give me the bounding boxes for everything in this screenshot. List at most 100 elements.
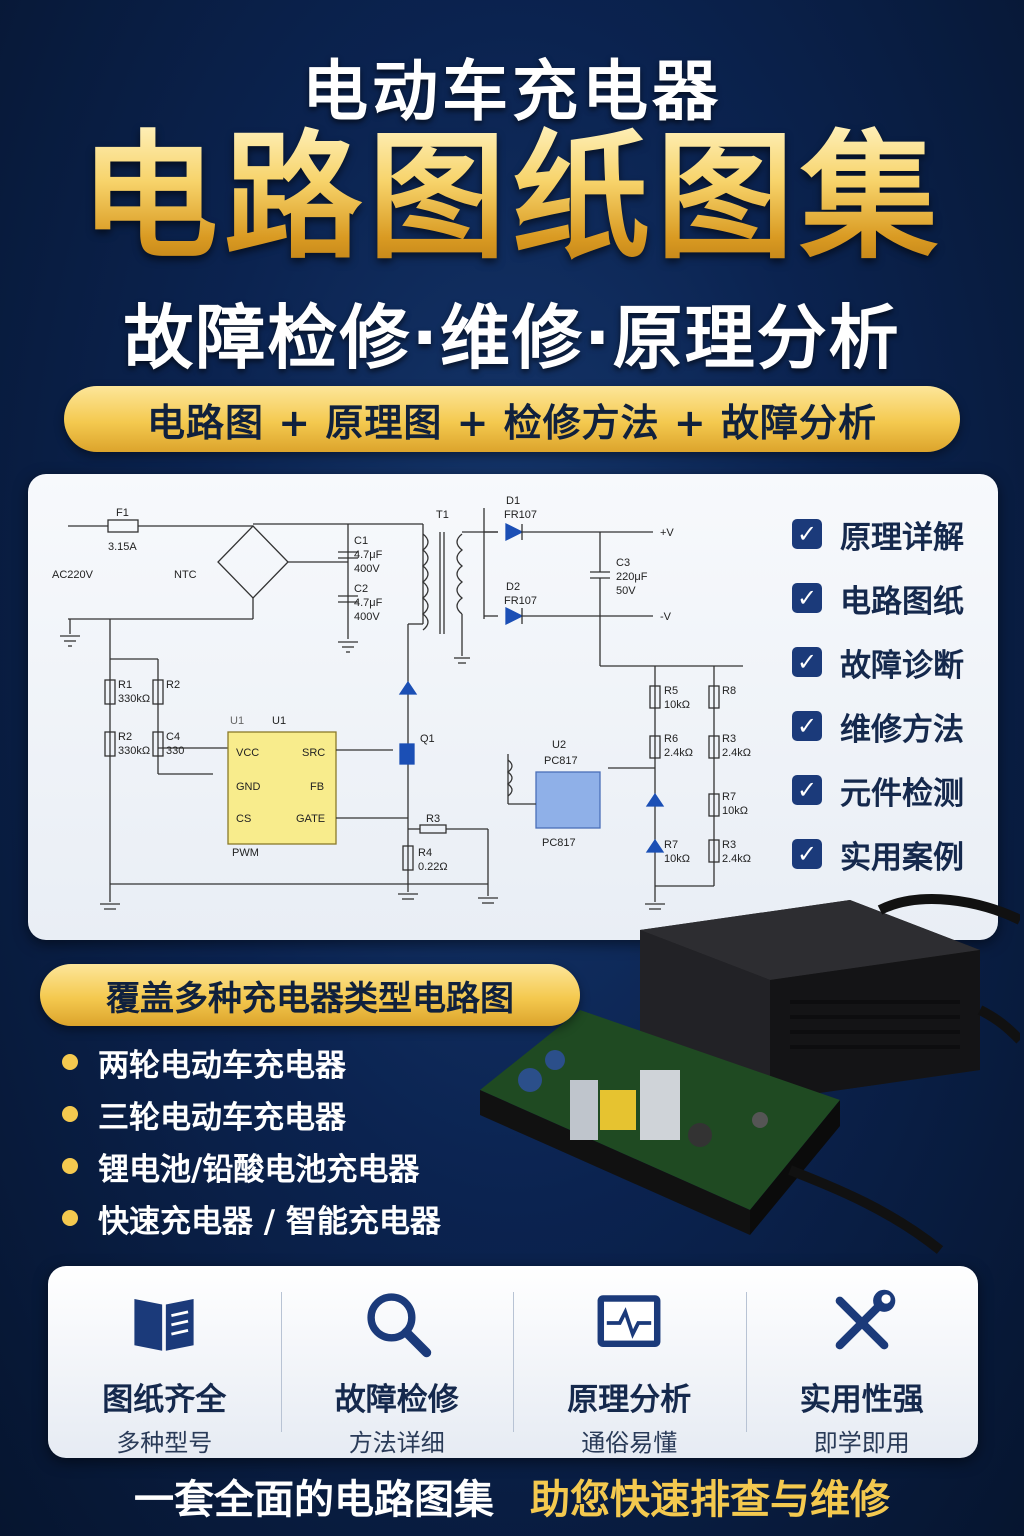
checklist-item: ✓ 维修方法 (792, 694, 992, 758)
schematic-label: 4.7μF (354, 549, 383, 561)
schematic-label: SRC (302, 747, 325, 759)
schematic-label: R7 (664, 839, 678, 851)
schematic-panel: F1 3.15A AC220V NTC C1 4.7μF 400V C2 4.7… (28, 474, 998, 940)
schematic-label: 10kΩ (722, 805, 748, 817)
checklist-item: ✓ 故障诊断 (792, 630, 992, 694)
feature-card: 图纸齐全 多种型号 (48, 1266, 281, 1458)
checklist-item: ✓ 元件检测 (792, 758, 992, 822)
checkbox-icon: ✓ (792, 647, 822, 677)
schematic-label: 400V (354, 563, 380, 575)
schematic-label: 330 (166, 745, 184, 757)
feature-title: 图纸齐全 (102, 1382, 227, 1418)
list-item: 两轮电动车充电器 (62, 1036, 441, 1088)
footer-slogan-right: 助您快速排查与维修 (530, 1477, 890, 1523)
schematic-label: 330kΩ (118, 745, 150, 757)
feature-checklist: ✓ 原理详解 ✓ 电路图纸 ✓ 故障诊断 ✓ 维修方法 ✓ 元件检测 ✓ 实用案… (792, 502, 992, 886)
schematic-label: FR107 (504, 509, 537, 521)
checklist-label: 故障诊断 (840, 647, 964, 684)
bullet-dot-icon (62, 1106, 78, 1122)
schematic-label: C1 (354, 535, 368, 547)
feature-card: 原理分析 通俗易懂 (513, 1266, 746, 1458)
schematic-label: 400V (354, 611, 380, 623)
checkbox-icon: ✓ (792, 839, 822, 869)
list-item-label: 快速充电器 / 智能充电器 (98, 1203, 441, 1240)
header-main-title: 电路图纸图集 (0, 118, 1024, 278)
content-summary-pill: 电路图 + 原理图 + 检修方法 + 故障分析 (64, 386, 960, 452)
footer-slogan: 一套全面的电路图集 助您快速排查与维修 (0, 1468, 1024, 1524)
feature-subtitle: 通俗易懂 (581, 1429, 678, 1457)
schematic-label: C2 (354, 583, 368, 595)
schematic-label: PC817 (544, 755, 578, 767)
schematic-label: 330kΩ (118, 693, 150, 705)
schematic-label: R8 (722, 685, 736, 697)
charger-types-list: 两轮电动车充电器 三轮电动车充电器 锂电池/铅酸电池充电器 快速充电器 / 智能… (62, 1036, 441, 1244)
schematic-label: R3 (722, 733, 736, 745)
checklist-label: 原理详解 (840, 519, 964, 556)
feature-title: 实用性强 (799, 1382, 924, 1418)
schematic-label: D2 (506, 581, 520, 593)
schematic-label: 10kΩ (664, 853, 690, 865)
schematic-label: R7 (722, 791, 736, 803)
schematic-label: FR107 (504, 595, 537, 607)
bullet-dot-icon (62, 1158, 78, 1174)
feature-card: 实用性强 即学即用 (745, 1266, 979, 1458)
feature-title: 故障检修 (334, 1382, 459, 1418)
schematic-label: U2 (552, 739, 566, 751)
checklist-item: ✓ 电路图纸 (792, 566, 992, 630)
schematic-label: FB (310, 781, 324, 793)
schematic-label: GND (236, 781, 261, 793)
feature-subtitle: 方法详细 (348, 1429, 445, 1457)
charger-types-title: 覆盖多种充电器类型电路图 (40, 964, 580, 1026)
schematic-label: PC817 (542, 837, 576, 849)
book-icon (134, 1298, 194, 1351)
footer-slogan-left: 一套全面的电路图集 (134, 1477, 494, 1523)
schematic-label: U1 (230, 715, 244, 727)
schematic-label: 3.15A (108, 541, 137, 553)
checklist-label: 元件检测 (840, 775, 964, 812)
header-subtitle-top: 电动车充电器 (302, 53, 722, 130)
checklist-label: 实用案例 (840, 839, 964, 876)
schematic-label: U1 (272, 715, 286, 727)
feature-subtitle: 多种型号 (116, 1429, 213, 1457)
schematic-label: R3 (426, 813, 440, 825)
list-item: 三轮电动车充电器 (62, 1088, 441, 1140)
feature-title: 原理分析 (567, 1382, 692, 1418)
header-subtitle-bottom: 故障检修·维修·原理分析 (123, 297, 901, 379)
wrench-screwdriver-icon (835, 1289, 896, 1350)
schematic-label: D1 (506, 495, 520, 507)
schematic-label: 10kΩ (664, 699, 690, 711)
schematic-label: C3 (616, 557, 630, 569)
schematic-label: R3 (722, 839, 736, 851)
list-item: 快速充电器 / 智能充电器 (62, 1192, 441, 1244)
list-item-label: 三轮电动车充电器 (98, 1099, 346, 1136)
waveform-monitor-icon (597, 1295, 661, 1348)
schematic-label: 50V (616, 585, 636, 597)
magnifier-icon (367, 1293, 431, 1358)
schematic-label: -V (660, 611, 672, 623)
schematic-label: 4.7μF (354, 597, 383, 609)
checklist-item: ✓ 原理详解 (792, 502, 992, 566)
schematic-label: R2 (166, 679, 180, 691)
schematic-label: 220μF (616, 571, 648, 583)
feature-subtitle: 即学即用 (813, 1429, 910, 1457)
feature-card: 故障检修 方法详细 (280, 1266, 514, 1458)
schematic-label: C4 (166, 731, 180, 743)
features-panel: 图纸齐全 多种型号 故障检修 方法详细 原理分析 通俗易懂 实用性强 即学即用 (48, 1266, 978, 1458)
checkbox-icon: ✓ (792, 583, 822, 613)
schematic-label: 2.4kΩ (664, 747, 693, 759)
checkbox-icon: ✓ (792, 519, 822, 549)
schematic-label: GATE (296, 813, 325, 825)
checkbox-icon: ✓ (792, 711, 822, 741)
checklist-label: 维修方法 (840, 711, 964, 748)
schematic-label: NTC (174, 569, 197, 581)
schematic-label: +V (660, 527, 674, 539)
schematic-label: 2.4kΩ (722, 747, 751, 759)
schematic-label: VCC (236, 747, 259, 759)
schematic-label: T1 (436, 509, 449, 521)
schematic-label: Q1 (420, 733, 435, 745)
charger-product-image (480, 894, 1020, 1254)
circuit-schematic: F1 3.15A AC220V NTC C1 4.7μF 400V C2 4.7… (52, 495, 751, 910)
schematic-label: R6 (664, 733, 678, 745)
schematic-label: CS (236, 813, 251, 825)
schematic-label: F1 (116, 507, 129, 519)
